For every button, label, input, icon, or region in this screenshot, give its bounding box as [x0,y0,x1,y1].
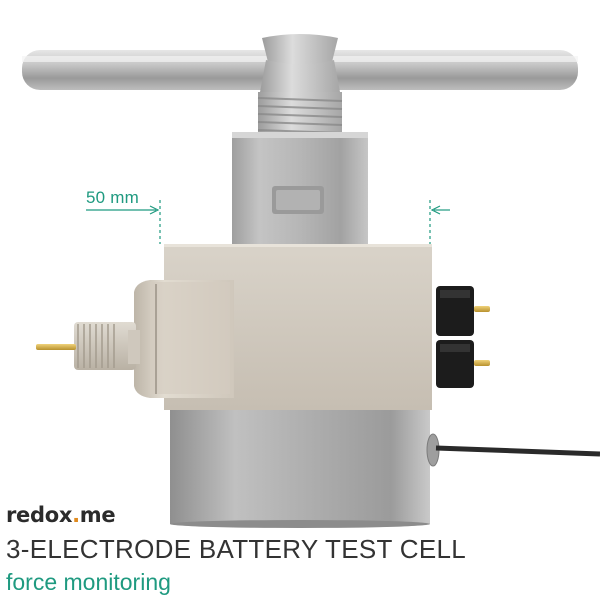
dimension-label: 50 mm [86,188,139,207]
product-title: 3-ELECTRODE BATTERY TEST CELL [6,534,466,564]
brand-logo-part2: me [79,503,116,527]
left-pin [36,344,76,350]
upper-cylinder [232,132,368,246]
threaded-neck [257,34,343,134]
cable [435,445,600,457]
brand-logo-part1: redox [6,503,73,527]
dimension-marker [86,200,450,244]
knurled-nut [74,322,140,370]
right-connector-top [436,286,490,336]
product-subtitle: force monitoring [6,569,171,595]
brand-logo-dot: . [72,503,80,527]
right-connector-bottom [436,340,490,388]
brand-logo: redox.me [6,503,116,527]
lower-cylinder [170,400,440,528]
left-cap [134,280,234,398]
